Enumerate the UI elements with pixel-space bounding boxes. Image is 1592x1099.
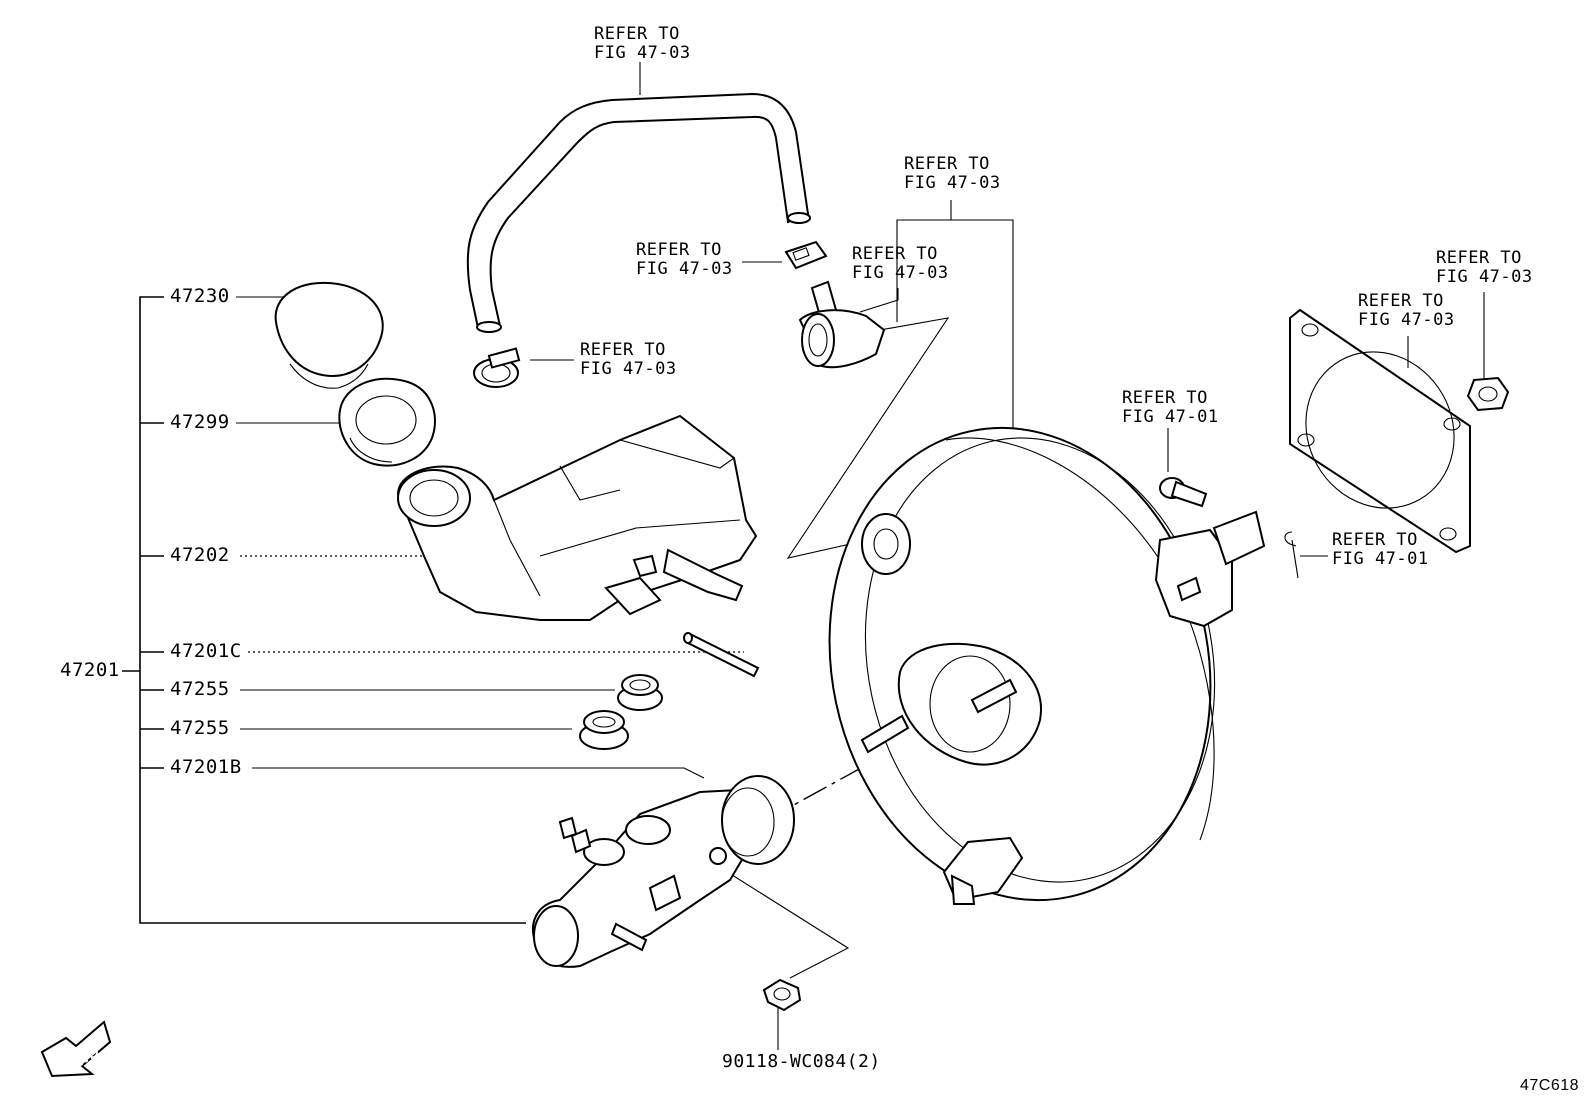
brake-booster — [828, 426, 1266, 905]
part-number-pin[interactable]: 47201C — [170, 640, 242, 662]
part-number-cylinder[interactable]: 47201B — [170, 756, 242, 778]
refer-gasket[interactable]: REFER TO FIG 47-03 — [1358, 291, 1455, 330]
retaining-pin — [683, 632, 760, 678]
part-number-grommet-1[interactable]: 47255 — [170, 678, 230, 700]
assembly-bracket — [122, 296, 526, 924]
fwd-arrow: FWD — [40, 1020, 112, 1078]
refer-booster-top[interactable]: REFER TO FIG 47-03 — [904, 154, 1001, 193]
nut-bottom — [762, 978, 802, 1012]
grommet-lower — [579, 710, 629, 750]
vacuum-hose — [466, 92, 811, 333]
part-number-grommet-2[interactable]: 47255 — [170, 717, 230, 739]
figure-id: 47C618 — [1520, 1077, 1580, 1094]
reservoir-cap — [274, 281, 384, 389]
reservoir-strainer — [338, 377, 436, 467]
reservoir-tank — [396, 414, 758, 621]
check-valve — [798, 280, 886, 369]
part-number-assembly[interactable]: 47201 — [60, 659, 120, 681]
clevis-clip — [1284, 531, 1299, 579]
refer-check-valve[interactable]: REFER TO FIG 47-03 — [852, 244, 949, 283]
part-number-reservoir[interactable]: 47202 — [170, 544, 230, 566]
part-number-cap[interactable]: 47230 — [170, 285, 230, 307]
refer-hose-top[interactable]: REFER TO FIG 47-03 — [594, 24, 691, 63]
refer-clip[interactable]: REFER TO FIG 47-01 — [1332, 530, 1429, 569]
part-number-strainer[interactable]: 47299 — [170, 411, 230, 433]
grommet-upper — [617, 674, 663, 711]
nut-right — [1466, 376, 1510, 412]
master-cylinder — [532, 775, 795, 968]
refer-connector[interactable]: REFER TO FIG 47-03 — [636, 240, 733, 279]
refer-pin[interactable]: REFER TO FIG 47-01 — [1122, 388, 1219, 427]
clevis-pin — [1159, 477, 1208, 508]
connector-clip — [784, 240, 828, 270]
refer-nut-right[interactable]: REFER TO FIG 47-03 — [1436, 248, 1533, 287]
booster-gasket — [1289, 308, 1471, 554]
refer-clamp[interactable]: REFER TO FIG 47-03 — [580, 340, 677, 379]
hose-clamp — [473, 347, 521, 388]
part-number-nut[interactable]: 90118-WC084(2) — [722, 1051, 881, 1072]
